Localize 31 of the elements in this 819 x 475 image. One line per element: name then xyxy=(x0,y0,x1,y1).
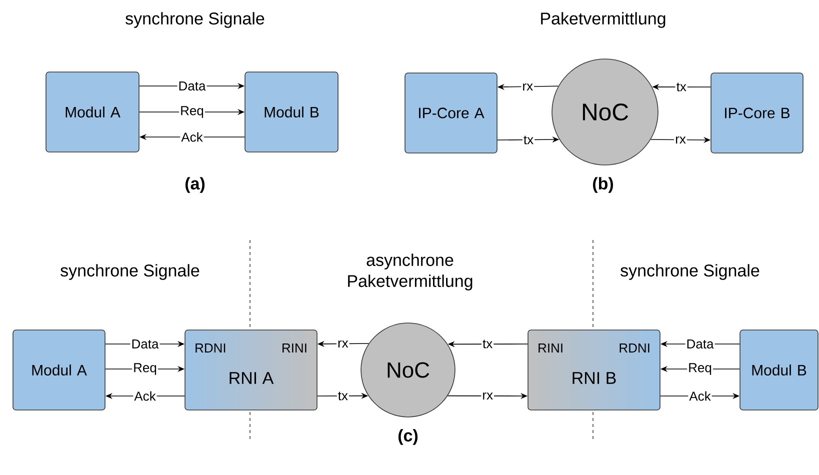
edge-label: tx xyxy=(482,338,494,350)
edge-label: rx xyxy=(521,82,534,92)
module-box: Modul B xyxy=(740,330,818,410)
heading: Paketvermittlung xyxy=(541,12,666,28)
edge-label: Data xyxy=(685,338,715,350)
edge-label: Req xyxy=(687,362,713,376)
edge-label: rx xyxy=(674,136,687,144)
edge-label: tx xyxy=(675,82,688,92)
edge-label: rx xyxy=(481,392,494,400)
heading: synchrone Signale xyxy=(60,264,200,280)
edge-label: Req xyxy=(179,105,205,119)
module-box: Modul A xyxy=(12,330,106,410)
heading: synchrone Signale xyxy=(620,264,760,280)
edge-label: Ack xyxy=(180,131,204,143)
interface-box: RDNI RINI RNI A xyxy=(184,330,318,410)
module-box: IP-Core A xyxy=(404,72,498,154)
module-box: IP-Core B xyxy=(710,72,804,154)
edge-label: Ack xyxy=(688,390,712,402)
edge-label: Req xyxy=(132,362,158,376)
panel-label: (a) xyxy=(185,177,205,193)
edge-label: Data xyxy=(177,80,207,92)
edge-label: tx xyxy=(522,134,535,146)
module-box: Modul B xyxy=(244,72,338,152)
interface-box: RINI RDNI RNI B xyxy=(528,330,660,410)
module-box: Modul A xyxy=(46,72,140,152)
edge-label: tx xyxy=(336,390,349,402)
heading: synchrone Signale xyxy=(126,12,264,28)
heading: asynchrone Paketvermittlung xyxy=(348,254,472,290)
edge-label: Ack xyxy=(133,390,157,402)
edge-label: rx xyxy=(336,340,350,348)
edge-label: Data xyxy=(130,338,160,350)
